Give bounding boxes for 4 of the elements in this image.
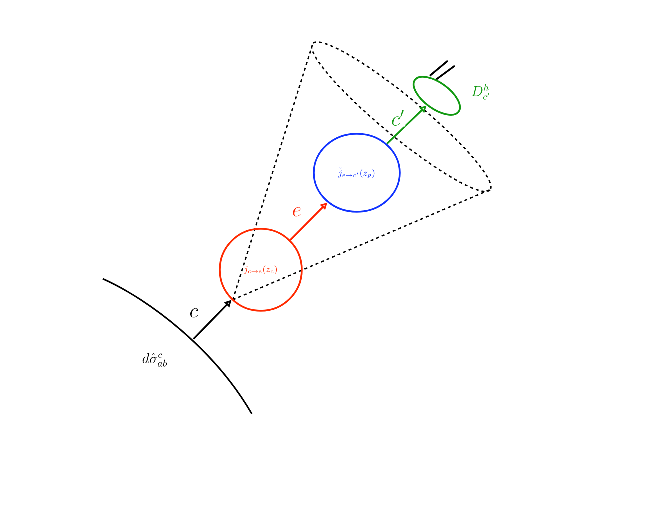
formula-label: $D_{c'}^{h}$ <box>472 84 490 100</box>
edge-label: $c'$ <box>390 109 406 127</box>
edge-label: $e$ <box>291 206 303 218</box>
edge-label: $c$ <box>188 308 200 318</box>
